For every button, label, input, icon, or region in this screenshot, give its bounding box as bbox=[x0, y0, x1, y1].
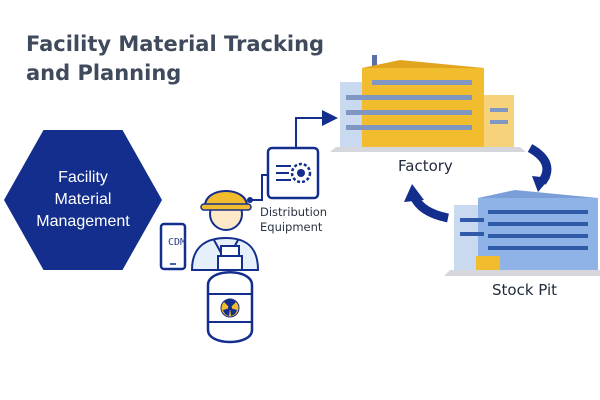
title-line-2: and Planning bbox=[26, 61, 182, 85]
warehouse-icon bbox=[444, 190, 600, 276]
page-title: Facility Material Tracking and Planning bbox=[26, 30, 324, 88]
gas-tank-icon bbox=[206, 245, 254, 344]
cdm-label: CDM bbox=[168, 237, 187, 248]
factory-icon bbox=[330, 55, 526, 152]
hexagon-line-3: Management bbox=[36, 213, 130, 230]
hexagon-line-2: Material bbox=[54, 191, 112, 208]
worker-connector-line bbox=[250, 174, 268, 201]
distribution-label-line-1: Distribution bbox=[260, 205, 328, 219]
stock-pit-label: Stock Pit bbox=[492, 281, 558, 299]
title-line-1: Facility Material Tracking bbox=[26, 32, 325, 56]
factory-label: Factory bbox=[398, 157, 453, 175]
tablet-icon bbox=[159, 222, 187, 271]
arrow-to-factory bbox=[295, 110, 338, 148]
radiation-icon bbox=[220, 298, 240, 318]
connector-node bbox=[247, 197, 253, 203]
distribution-label-line-2: Equipment bbox=[260, 220, 323, 234]
distribution-equipment-box bbox=[266, 146, 320, 200]
distribution-equipment-label: Distribution Equipment bbox=[260, 205, 327, 235]
gear-icon bbox=[276, 162, 312, 184]
hexagon-line-1: Facility bbox=[58, 169, 108, 186]
